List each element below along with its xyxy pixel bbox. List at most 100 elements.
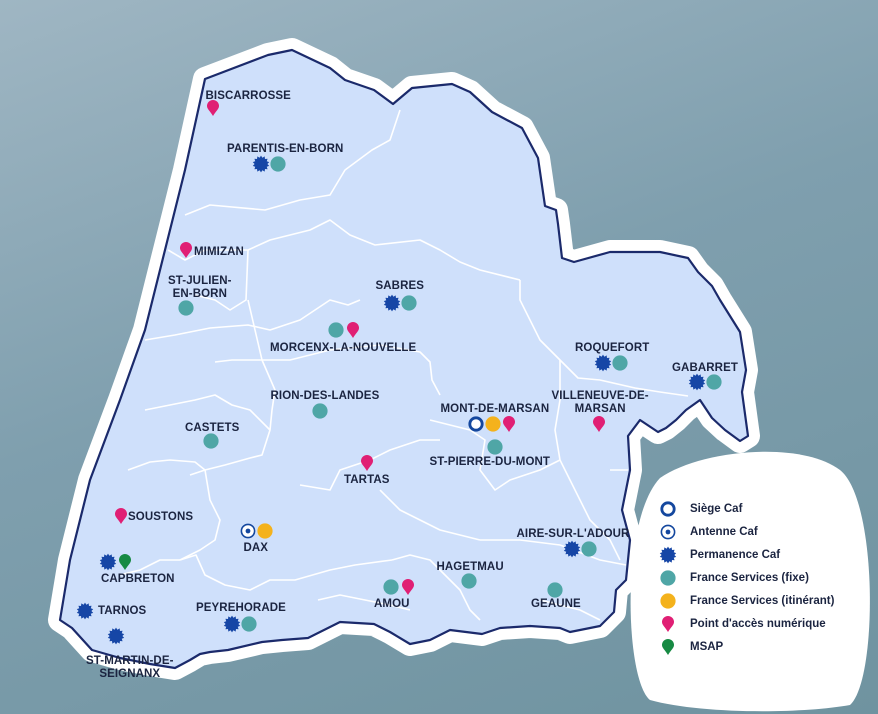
- town-label-dax: DAX: [243, 542, 269, 554]
- point-numerique-icon: [345, 322, 361, 338]
- town-label-tarnos: TARNOS: [98, 605, 147, 617]
- point-numerique-icon: [359, 455, 375, 471]
- legend-label: Permanence Caf: [690, 549, 781, 561]
- permanence-caf-icon: [563, 540, 581, 558]
- france-services-itinerant-icon: [660, 593, 676, 609]
- department-shape: [58, 48, 750, 670]
- legend-label: MSAP: [690, 641, 724, 653]
- france-services-fixe-icon: [400, 295, 417, 311]
- legend-label: Point d'accès numérique: [690, 618, 826, 630]
- canton-border-1: [247, 219, 521, 281]
- msap-icon: [660, 639, 676, 655]
- france-services-fixe-icon: [178, 300, 194, 316]
- town-label-aire-sur-l-adour: AIRE-SUR-L'ADOUR: [516, 528, 630, 540]
- canton-border-16: [317, 594, 411, 611]
- legend-item-france-fixe: France Services (fixe): [660, 569, 809, 587]
- france-services-fixe-icon: [705, 374, 722, 390]
- town-label-peyrehorade: PEYREHORADE: [196, 602, 286, 614]
- town-label-st-martin-de-seignanx: ST-MARTIN-DE-SEIGNANX: [86, 655, 174, 680]
- town-label-st-julien-en-born: ST-JULIEN-EN-BORN: [168, 275, 232, 300]
- town-label-capbreton: CAPBRETON: [101, 573, 175, 585]
- france-services-fixe-icon: [312, 403, 328, 419]
- canton-border-12: [519, 280, 689, 397]
- point-numerique-icon: [178, 242, 194, 258]
- france-services-itinerant-icon: [256, 523, 273, 539]
- permanence-caf-icon: [252, 155, 270, 173]
- canton-border-18: [379, 489, 481, 541]
- point-numerique-icon: [660, 616, 676, 632]
- permanence-caf-icon: [76, 602, 94, 620]
- legend-item-antenne: Antenne Caf: [660, 523, 758, 541]
- town-label-rion-des-landes: RION-DES-LANDES: [270, 390, 380, 402]
- antenne-caf-icon: [240, 523, 256, 539]
- town-label-roquefort: ROQUEFORT: [575, 342, 650, 354]
- town-label-gabarret: GABARRET: [672, 362, 738, 374]
- siege-caf-icon: [660, 501, 676, 517]
- canton-border-7: [127, 459, 221, 561]
- france-services-fixe-icon: [611, 355, 628, 371]
- canton-border-4: [247, 299, 441, 396]
- point-numerique-icon: [400, 579, 416, 595]
- point-numerique-icon: [501, 416, 517, 432]
- town-label-parentis-en-born: PARENTIS-EN-BORN: [227, 143, 344, 155]
- france-services-fixe-icon: [203, 433, 219, 449]
- town-label-hagetmau: HAGETMAU: [436, 561, 504, 573]
- legend-item-permanence: Permanence Caf: [659, 546, 781, 564]
- canton-border-17: [539, 599, 601, 621]
- permanence-caf-icon: [659, 546, 677, 564]
- msap-icon: [117, 554, 133, 570]
- town-label-mimizan: MIMIZAN: [194, 246, 244, 258]
- canton-border-8: [179, 554, 393, 591]
- permanence-caf-icon: [99, 553, 117, 571]
- point-numerique-icon: [113, 508, 129, 524]
- town-label-st-pierre-du-mont: ST-PIERRE-DU-MONT: [429, 456, 551, 468]
- canton-border-6: [144, 394, 271, 431]
- town-label-biscarrosse: BISCARROSSE: [205, 90, 291, 102]
- legend-label: France Services (itinérant): [690, 595, 835, 607]
- legend-label: France Services (fixe): [690, 572, 809, 584]
- town-label-mont-de-marsan: MONT-DE-MARSAN: [440, 403, 550, 415]
- permanence-caf-icon: [383, 294, 401, 312]
- legend-item-msap: MSAP: [660, 638, 723, 656]
- france-services-fixe-icon: [240, 616, 257, 632]
- canton-border-0: [184, 109, 401, 216]
- legend-item-france-itinerant: France Services (itinérant): [660, 592, 834, 610]
- france-services-fixe-icon: [269, 156, 286, 172]
- town-label-tartas: TARTAS: [344, 474, 390, 486]
- france-services-fixe-icon: [383, 579, 399, 595]
- france-services-fixe-icon: [487, 439, 503, 455]
- permanence-caf-icon: [223, 615, 241, 633]
- france-services-fixe-icon: [328, 322, 344, 338]
- point-numerique-icon: [591, 416, 607, 432]
- france-services-fixe-icon: [660, 570, 676, 586]
- town-label-geaune: GEAUNE: [531, 598, 581, 610]
- antenne-caf-icon: [660, 524, 676, 540]
- canton-border-15: [480, 539, 627, 566]
- permanence-caf-icon: [107, 627, 125, 645]
- town-label-amou: AMOU: [374, 598, 410, 610]
- france-services-fixe-icon: [580, 541, 597, 557]
- legend-item-siege: Siège Caf: [660, 500, 742, 518]
- canton-border-11: [429, 419, 561, 491]
- france-services-fixe-icon: [547, 582, 563, 598]
- point-numerique-icon: [205, 100, 221, 116]
- legend-label: Antenne Caf: [690, 526, 758, 538]
- siege-caf-icon: [468, 416, 484, 432]
- france-services-fixe-icon: [461, 573, 477, 589]
- town-label-villeneuve-de-marsan: VILLENEUVE-DE-MARSAN: [551, 390, 649, 415]
- canton-border-2: [167, 249, 249, 311]
- town-label-sabres: SABRES: [375, 280, 425, 292]
- permanence-caf-icon: [594, 354, 612, 372]
- town-label-soustons: SOUSTONS: [128, 511, 194, 523]
- canton-border-9: [119, 559, 180, 576]
- permanence-caf-icon: [688, 373, 706, 391]
- legend-label: Siège Caf: [690, 503, 743, 515]
- legend-item-point-numerique: Point d'accès numérique: [660, 615, 826, 633]
- town-label-morcenx-la-nouvelle: MORCENX-LA-NOUVELLE: [270, 342, 417, 354]
- canton-border-13: [554, 360, 621, 561]
- france-services-itinerant-icon: [484, 416, 501, 432]
- town-label-castets: CASTETS: [185, 422, 240, 434]
- canton-border-14: [391, 554, 481, 621]
